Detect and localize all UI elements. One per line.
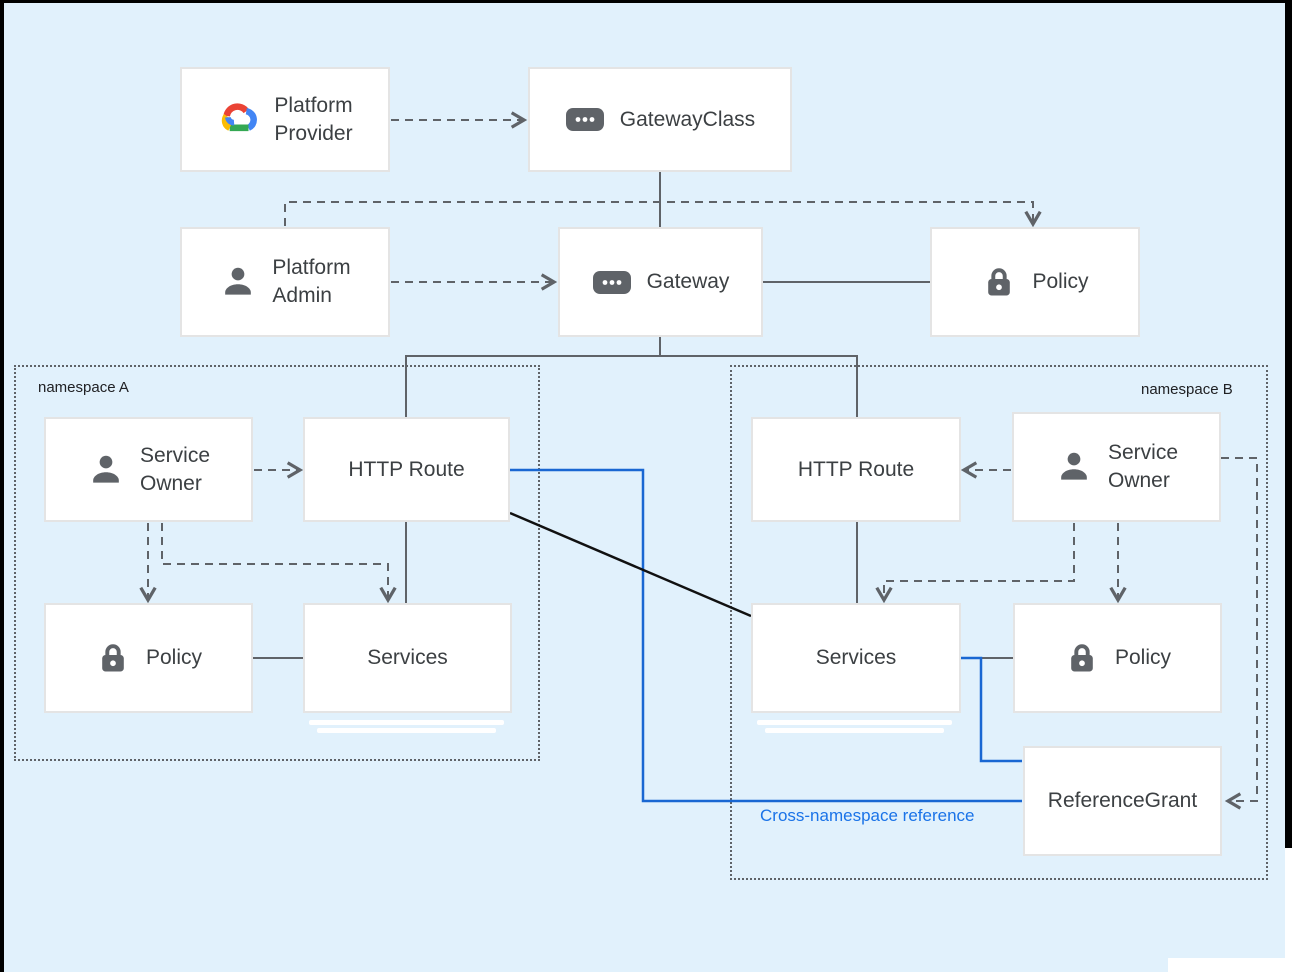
edge-owner-a-services-a — [161, 523, 397, 604]
namespace-b-box — [730, 365, 1268, 880]
node-http-route-a: HTTP Route — [303, 417, 510, 522]
node-services-b: Services — [751, 603, 961, 713]
node-service-owner-b: Service Owner — [1012, 412, 1221, 522]
services-b-stack-line — [757, 720, 952, 725]
lock-icon — [981, 264, 1017, 300]
lock-icon — [95, 640, 131, 676]
namespace-a-label: namespace A — [38, 379, 129, 396]
dashed-gray-edges — [139, 111, 1258, 810]
cross-namespace-reference-label: Cross-namespace reference — [760, 806, 975, 825]
gateway-icon — [592, 270, 632, 295]
node-reference-grant: ReferenceGrant — [1023, 746, 1222, 856]
node-label: Platform Admin — [272, 256, 351, 307]
node-label: GatewayClass — [619, 107, 756, 131]
node-platform-admin: Platform Admin — [180, 227, 390, 337]
node-label: Services — [367, 646, 448, 670]
frame-right-bottom — [1285, 848, 1292, 976]
node-label: Service Owner — [1107, 441, 1179, 492]
edge-owner-b-referencegrant — [1221, 457, 1258, 810]
lock-icon — [1064, 640, 1100, 676]
node-label: Services — [815, 646, 897, 670]
node-label: Platform Provider — [274, 93, 353, 145]
services-a-stack-line — [317, 728, 496, 733]
frame-left — [0, 0, 4, 976]
node-label: Policy — [1114, 646, 1172, 670]
node-label: Policy — [1032, 270, 1089, 294]
services-b-stack-line — [765, 728, 944, 733]
node-label: ReferenceGrant — [1047, 789, 1198, 813]
node-http-route-b: HTTP Route — [751, 417, 961, 522]
edge-gateway-httproutes — [405, 355, 858, 417]
person-icon — [1055, 448, 1093, 486]
solid-gray-edges — [253, 172, 1013, 659]
node-label: HTTP Route — [348, 457, 465, 481]
blue-edges — [510, 468, 1022, 803]
edge-admin-policy-top — [284, 201, 1042, 228]
edge-services-b-referencegrant — [961, 656, 1022, 763]
google-cloud-icon — [217, 102, 259, 137]
node-policy-a: Policy — [44, 603, 253, 713]
person-icon — [87, 451, 125, 489]
node-services-a: Services — [303, 603, 512, 713]
node-label: HTTP Route — [797, 457, 915, 481]
frame-right — [1285, 0, 1292, 848]
frame-top — [0, 0, 1292, 3]
node-platform-provider: Platform Provider — [180, 67, 390, 172]
node-policy-b: Policy — [1013, 603, 1222, 713]
edge-owner-b-services-b — [875, 523, 1075, 604]
node-label: Gateway — [646, 270, 730, 294]
gateway-icon — [565, 107, 605, 132]
namespace-b-label: namespace B — [1141, 381, 1233, 398]
frame-bottom — [0, 972, 1292, 976]
edge-httproute-a-services-b — [509, 511, 752, 618]
person-icon — [219, 263, 257, 301]
edge-httproute-a-referencegrant — [510, 468, 1022, 803]
node-gateway-class: GatewayClass — [528, 67, 792, 172]
frame-bottom-right-corner — [1168, 958, 1292, 976]
node-label: Service Owner — [139, 443, 211, 495]
node-policy-top: Policy — [930, 227, 1140, 337]
node-label: Policy — [145, 646, 203, 670]
node-gateway: Gateway — [558, 227, 763, 337]
namespace-a-box — [14, 365, 540, 761]
node-service-owner-a: Service Owner — [44, 417, 253, 522]
services-a-stack-line — [309, 720, 504, 725]
